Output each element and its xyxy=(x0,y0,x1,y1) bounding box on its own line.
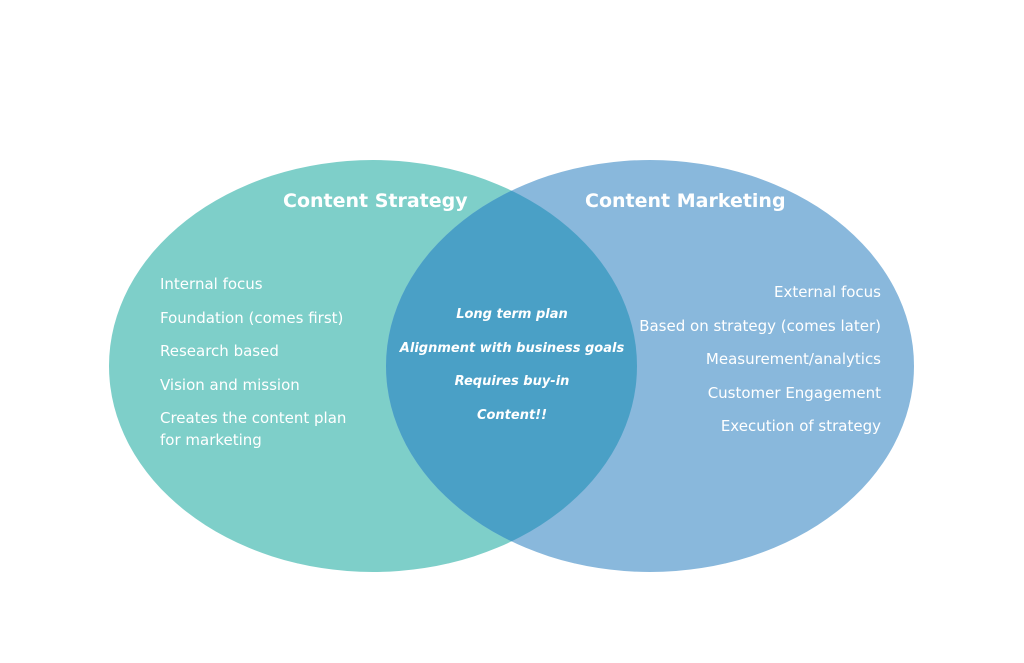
list-item: Execution of strategy xyxy=(720,417,881,435)
list-item: External focus xyxy=(773,283,881,301)
content-strategy-list: Internal focus Foundation (comes first) … xyxy=(160,273,385,463)
content-marketing-title: Content Marketing xyxy=(585,190,786,212)
content-marketing-list: External focus Based on strategy (comes … xyxy=(639,281,881,449)
list-item: Creates the content plan for marketing xyxy=(160,409,347,449)
list-item: Based on strategy (comes later) xyxy=(639,316,881,335)
list-item: Vision and mission xyxy=(160,375,300,394)
content-strategy-title: Content Strategy xyxy=(283,190,468,212)
overlap-list: Long term plan Alignment with business g… xyxy=(388,304,636,438)
list-item: Requires buy-in xyxy=(454,374,570,389)
list-item: Research based xyxy=(160,342,279,360)
list-item: Customer Engagement xyxy=(707,383,881,402)
list-item: Measurement/analytics xyxy=(705,350,881,368)
list-item: Foundation (comes first) xyxy=(160,308,344,327)
list-item: Internal focus xyxy=(160,275,263,293)
overlap-region xyxy=(386,160,637,572)
list-item: Long term plan xyxy=(456,307,568,322)
list-item: Content!! xyxy=(476,407,548,423)
list-item: Alignment with business goals xyxy=(399,340,625,356)
